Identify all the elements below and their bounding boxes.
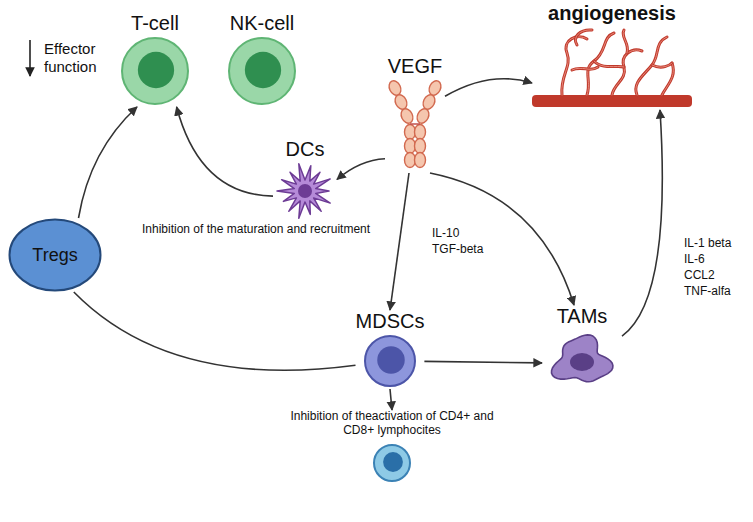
node-label: T-cell [131, 12, 179, 35]
connector [445, 79, 532, 97]
connector [424, 361, 542, 363]
angiogenesis-vessels-icon [532, 25, 692, 110]
connector [337, 159, 385, 180]
vegf-antibody: VEGF [385, 55, 445, 173]
cytokine-label: TNF-alfa [682, 284, 733, 298]
tregs-ellipse: Tregs [8, 218, 102, 292]
connector [74, 292, 356, 370]
effector-note: Effector function [42, 40, 112, 76]
lymphocyte-cell: Inhibition of theactivation of CD4+ and … [277, 410, 507, 484]
connector [79, 107, 138, 218]
node-label: TAMs [557, 305, 608, 328]
node-label: angiogenesis [548, 2, 676, 25]
tam-macrophage: TAMs [542, 305, 622, 394]
t-cell-icon [119, 35, 191, 107]
mdsc-cell: MDSCs [356, 310, 425, 389]
dc-note: Inhibition of the maturation and recruit… [140, 222, 372, 236]
angiogenesis-vessels: angiogenesis [532, 2, 692, 110]
dendritic-cell-icon [273, 161, 337, 221]
connector [390, 389, 392, 410]
down-arrow [29, 40, 31, 76]
cytokine-label: IL-1 beta [682, 236, 733, 250]
t-cell: T-cell [119, 12, 191, 107]
node-label: Inhibition of theactivation of CD4+ and … [277, 410, 507, 438]
connector [430, 173, 574, 305]
node-label: Tregs [32, 245, 77, 266]
nk-cell: NK-cell [226, 12, 298, 107]
node-label: NK-cell [230, 12, 294, 35]
node-label: MDSCs [356, 310, 425, 333]
cytokine-label: IL-10 [430, 226, 461, 240]
vegf-antibody-icon [385, 78, 445, 173]
cytokine-label: CCL2 [682, 268, 717, 282]
dendritic-cell: DCs [273, 138, 337, 221]
cytokine-label: TGF-beta [430, 242, 485, 256]
connector [390, 173, 409, 310]
nk-cell-icon [226, 35, 298, 107]
lymphocyte-cell-icon [371, 442, 413, 484]
mdsc-cell-icon [362, 333, 418, 389]
cytokine-label: IL-6 [682, 252, 707, 266]
connector [177, 107, 273, 196]
connector [622, 110, 662, 336]
node-label: VEGF [388, 55, 442, 78]
tam-macrophage-icon [542, 328, 622, 394]
node-label: DCs [286, 138, 325, 161]
